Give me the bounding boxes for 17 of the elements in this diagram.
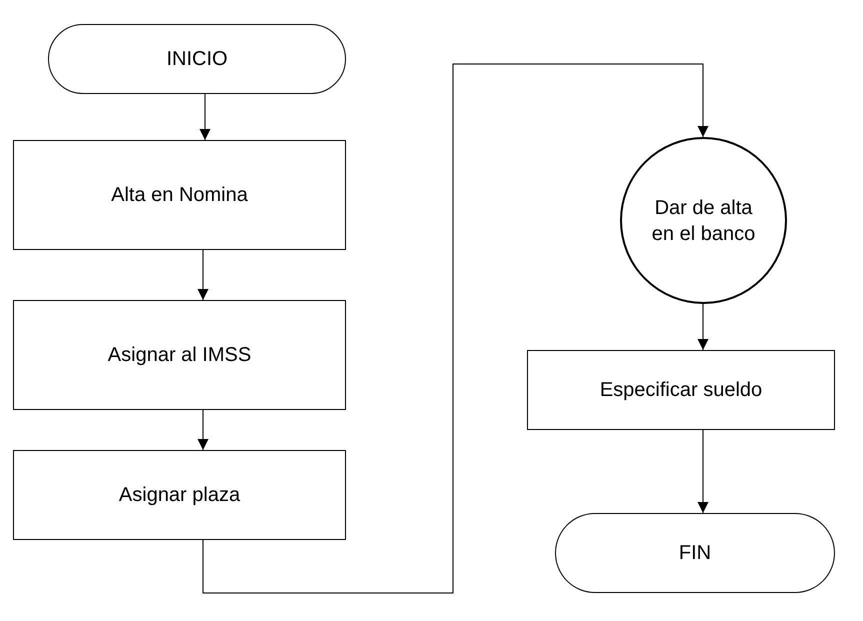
arrow: [200, 94, 210, 140]
node-label: FIN: [678, 541, 712, 566]
arrow: [202, 64, 708, 594]
process-box: [13, 300, 346, 410]
arrow: [198, 410, 208, 450]
process-box: [527, 350, 835, 430]
arrow: [698, 304, 708, 350]
node-label: Alta en Nomina: [111, 183, 248, 208]
node-label: Asignar plaza: [118, 483, 240, 508]
arrow: [698, 430, 708, 514]
arrow: [198, 250, 208, 300]
node-label: Especificar sueldo: [600, 378, 762, 403]
node-label: Asignar al IMSS: [108, 343, 252, 368]
process-box: [13, 450, 346, 540]
node-label: INICIO: [166, 47, 228, 72]
process-box: [13, 140, 346, 250]
node-label: Dar de alta en el banco: [651, 196, 756, 246]
